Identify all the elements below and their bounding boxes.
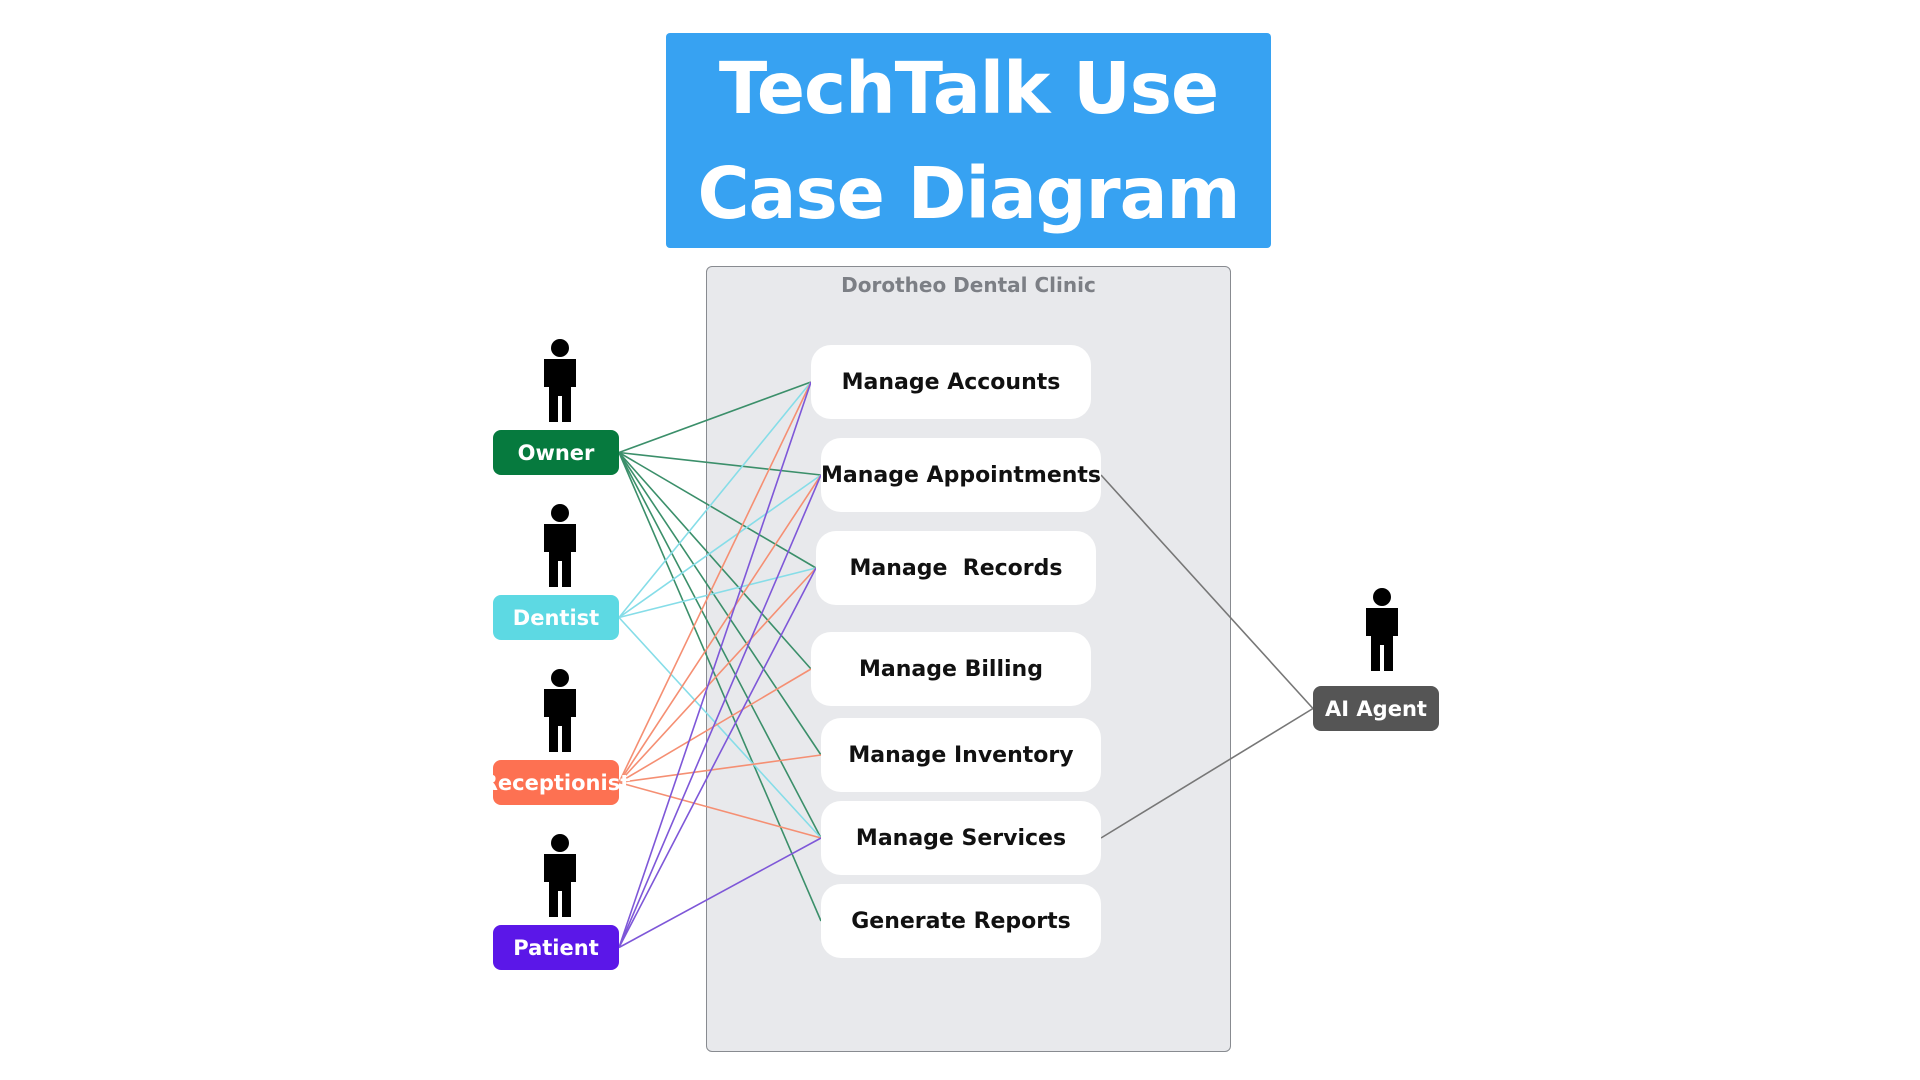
association-owner-services — [618, 452, 822, 839]
association-receptionist-services — [618, 781, 822, 839]
owner-actor-icon — [544, 339, 576, 422]
diagram-title-box: TechTalk Use Case Diagram — [666, 33, 1271, 248]
diagram-title-line-1: TechTalk Use — [718, 46, 1219, 130]
patient-actor-icon — [544, 834, 576, 917]
association-receptionist-records — [618, 567, 817, 784]
actor-ai-agent[interactable]: AI Agent — [1313, 686, 1439, 731]
diagram-title-line-2: Case Diagram — [697, 151, 1240, 235]
association-owner-appointments — [618, 451, 822, 476]
ai-agent-actor-icon — [1366, 588, 1398, 671]
association-owner-billing — [618, 451, 812, 670]
use-case-manage-accounts[interactable]: Manage Accounts — [811, 345, 1091, 419]
association-patient-services — [618, 837, 822, 949]
receptionist-actor-icon — [544, 669, 576, 752]
association-owner-accounts — [618, 381, 812, 454]
association-dentist-accounts — [618, 381, 812, 619]
use-case-manage-billing[interactable]: Manage Billing — [811, 632, 1091, 706]
association-patient-appointments — [618, 474, 822, 948]
association-dentist-records — [618, 567, 817, 619]
association-receptionist-appointments — [618, 474, 822, 783]
association-owner-inventory — [618, 452, 822, 756]
actor-owner[interactable]: Owner — [493, 430, 619, 475]
use-case-generate-reports[interactable]: Generate Reports — [821, 884, 1101, 958]
diagram-title: TechTalk Use Case Diagram — [697, 36, 1240, 246]
association-receptionist-billing — [618, 668, 812, 784]
actor-dentist[interactable]: Dentist — [493, 595, 619, 640]
association-receptionist-inventory — [618, 754, 822, 784]
association-patient-accounts — [618, 381, 812, 948]
system-boundary-label: Dorotheo Dental Clinic — [841, 273, 1096, 297]
dentist-actor-icon — [544, 504, 576, 587]
association-dentist-appointments — [618, 474, 822, 619]
use-case-manage-appointments[interactable]: Manage Appointments — [821, 438, 1101, 512]
use-case-manage-inventory[interactable]: Manage Inventory — [821, 718, 1101, 792]
actor-patient[interactable]: Patient — [493, 925, 619, 970]
use-case-manage-services[interactable]: Manage Services — [821, 801, 1101, 875]
association-ai-services — [1100, 707, 1314, 839]
association-patient-records — [618, 567, 817, 948]
actor-receptionist[interactable]: Receptionist — [482, 760, 630, 805]
association-ai-appointments — [1100, 474, 1314, 710]
association-dentist-services — [618, 616, 822, 839]
use-case-manage-records[interactable]: Manage Records — [816, 531, 1096, 605]
association-receptionist-accounts — [618, 381, 812, 783]
association-owner-records — [618, 451, 817, 569]
association-owner-reports — [618, 452, 822, 922]
